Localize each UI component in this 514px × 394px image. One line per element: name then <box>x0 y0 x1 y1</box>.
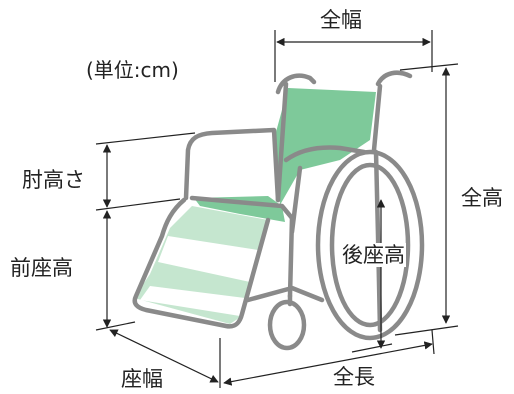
front-seat-height-label: 前座高 <box>10 256 73 280</box>
overall-height-ext-bottom <box>394 325 459 336</box>
armrest-height-ext-top <box>95 132 196 145</box>
overall-length-arrow <box>223 341 433 386</box>
armrest-height-ext-bottom <box>95 198 181 211</box>
seat-front-rail <box>132 197 271 329</box>
wheelchair-illustration <box>132 70 425 351</box>
right-push-handle <box>371 70 413 153</box>
dimension-lines <box>95 30 459 388</box>
seat-width-arrow <box>109 329 219 383</box>
overall-length-ext-back <box>431 329 435 355</box>
rear-axle-frame <box>373 149 383 333</box>
armrest-side-rail <box>283 145 367 163</box>
overall-length-label: 全長 <box>333 365 375 389</box>
lower-frame <box>245 165 325 303</box>
legrest-band-upper <box>158 236 258 282</box>
front-caster <box>267 299 307 351</box>
overall-height-label: 全高 <box>461 186 503 210</box>
armrest-height-label: 肘高さ <box>22 168 85 192</box>
armrest-frame <box>183 127 281 203</box>
rear-wheel-outer <box>315 149 425 341</box>
legrest-band-lower <box>140 286 245 316</box>
rear-wheel-inner <box>329 162 411 328</box>
seat-width-label: 座幅 <box>121 367 163 391</box>
unit-label: (単位:cm) <box>86 58 179 82</box>
rear-seat-height-label: 後座高 <box>341 243 406 267</box>
left-push-handle <box>275 73 317 203</box>
rear-seat-height-ext-bottom <box>351 343 393 353</box>
front-seat-height-ext-bottom <box>95 321 136 331</box>
overall-height-ext-top <box>399 63 459 71</box>
overall-width-label: 全幅 <box>320 8 362 32</box>
seat-side-rail <box>189 195 295 221</box>
